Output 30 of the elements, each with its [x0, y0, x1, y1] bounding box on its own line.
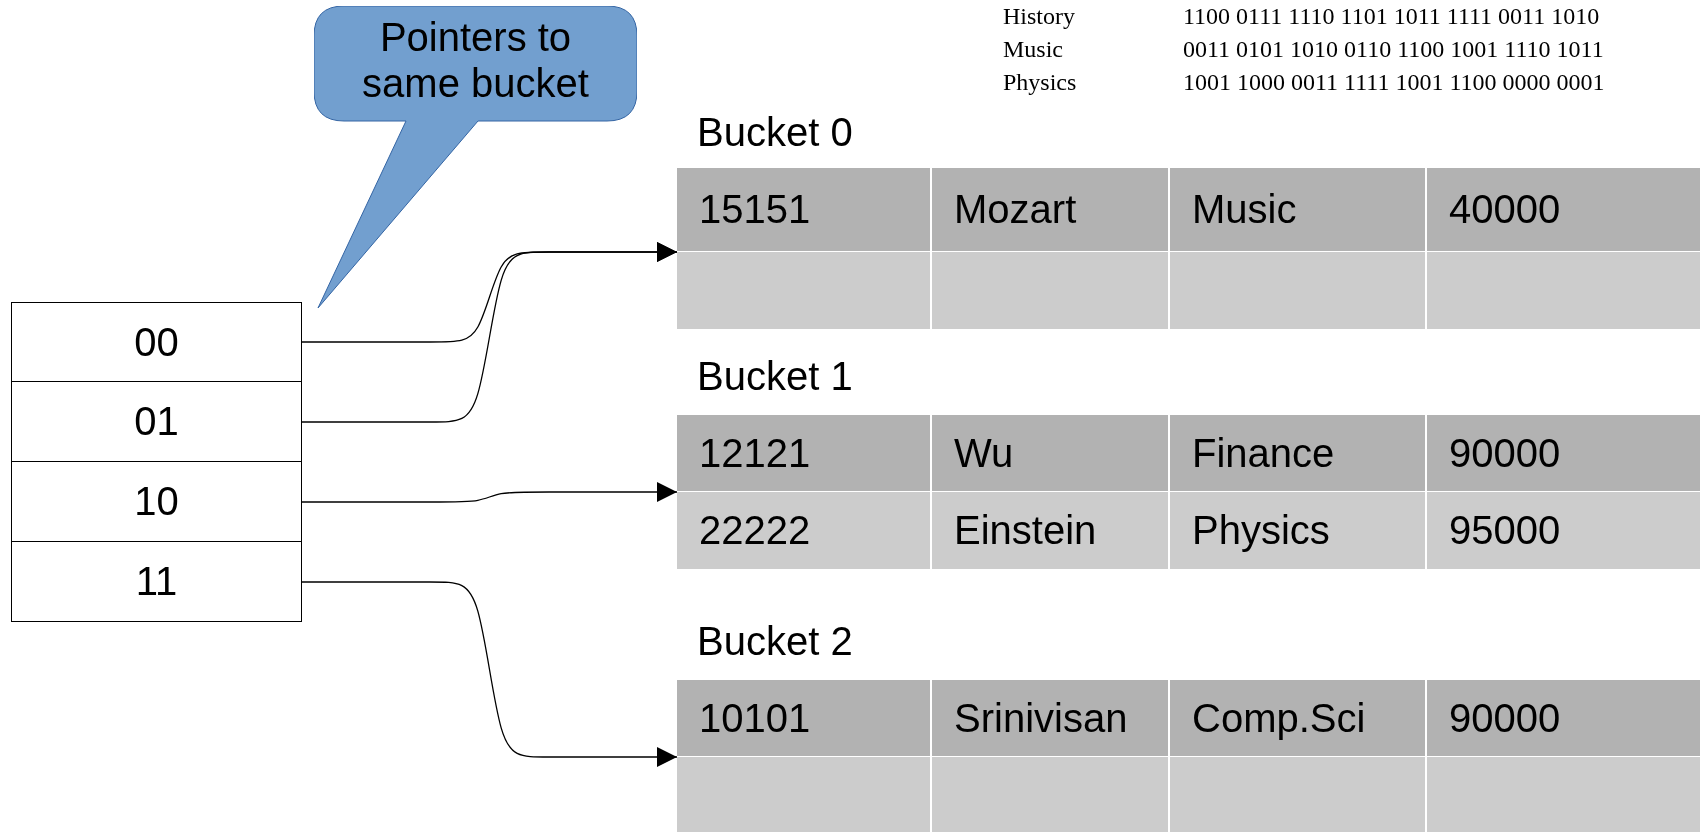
hash-value: 1100 0111 1110 1101 1011 1111 0011 1010 — [1183, 2, 1601, 31]
hash-label: Music — [1003, 35, 1064, 64]
record-field: 40000 — [1427, 168, 1702, 252]
directory-entry: 01 — [11, 382, 302, 462]
bucket-heading: Bucket 1 — [697, 353, 853, 400]
record-field: 12121 — [677, 415, 932, 492]
record-field: Finance — [1170, 415, 1427, 492]
bucket-heading: Bucket 2 — [697, 618, 853, 665]
record-field: 90000 — [1427, 415, 1702, 492]
record-field: Comp.Sci — [1170, 680, 1427, 757]
speech-bubble — [314, 6, 637, 310]
hash-label: History — [1003, 2, 1076, 31]
directory-entry: 10 — [11, 462, 302, 542]
pointer-arrow — [301, 482, 678, 503]
callout-text: Pointers to same bucket — [361, 14, 590, 106]
record-field: Srinivisan — [932, 680, 1170, 757]
hash-label: Physics — [1003, 68, 1078, 97]
hash-value: 0011 0101 1010 0110 1100 1001 1110 1011 — [1183, 35, 1605, 64]
record-field: 10101 — [677, 680, 932, 757]
record-field: Wu — [932, 415, 1170, 492]
pointer-arrow — [301, 242, 678, 423]
directory-entry: 11 — [11, 542, 302, 622]
record-field: 90000 — [1427, 680, 1702, 757]
pointer-arrow — [301, 581, 678, 767]
record-field: Mozart — [932, 168, 1170, 252]
record-field: Music — [1170, 168, 1427, 252]
hash-value: 1001 1000 0011 1111 1001 1100 0000 0001 — [1183, 68, 1605, 97]
record-field: 15151 — [677, 168, 932, 252]
bucket-heading: Bucket 0 — [697, 109, 853, 156]
directory-entry: 00 — [11, 302, 302, 382]
